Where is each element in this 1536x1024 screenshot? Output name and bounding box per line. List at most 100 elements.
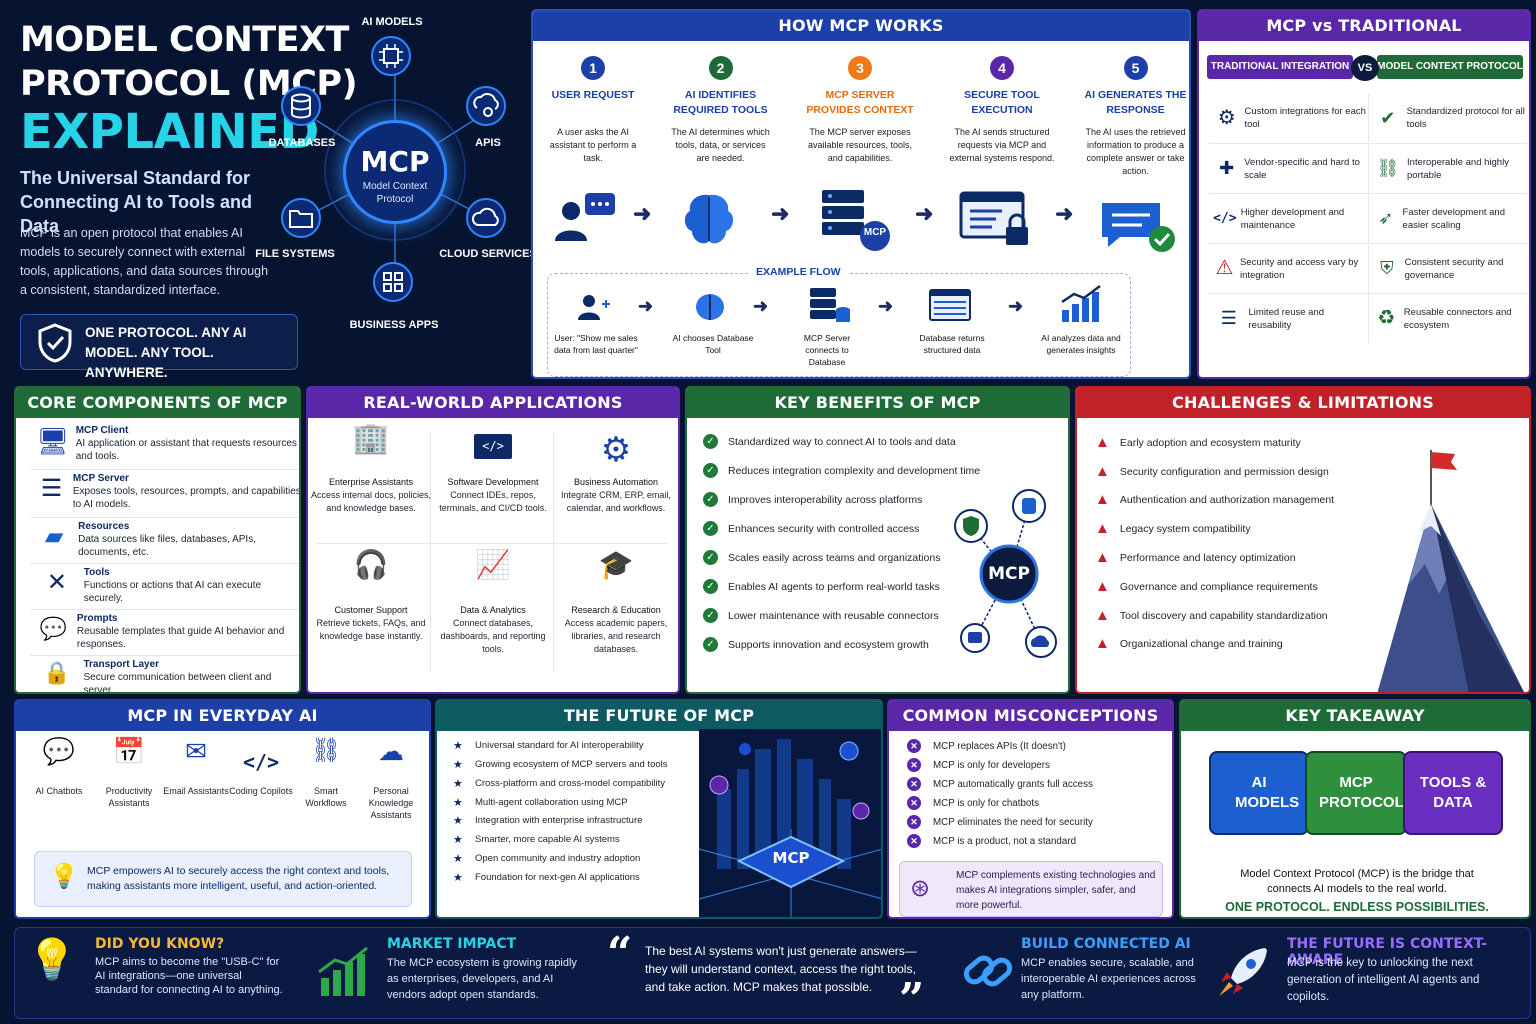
everyday-ai-panel: MCP IN EVERYDAY AI 💬AI Chatbots 📅Product… (14, 699, 431, 919)
step-5: 5 AI GENERATES THE RESPONSE The AI uses … (1083, 56, 1188, 178)
app-item-desc: Access academic papers, libraries, and r… (564, 618, 668, 654)
step-3-number: 3 (848, 56, 872, 80)
chat-icon: 💬 (39, 616, 68, 641)
monitor-icon: 🖥 (36, 426, 70, 456)
flow-step-3: MCP Server connects to Database (803, 333, 851, 367)
benefit-text: Standardized way to connect AI to tools … (728, 435, 956, 448)
future-text: Growing ecosystem of MCP servers and too… (475, 759, 668, 770)
vs-left-text: Security and access vary by integration (1239, 256, 1359, 281)
future-item: ★Growing ecosystem of MCP servers and to… (453, 758, 668, 771)
apps-title: REAL-WORLD APPLICATIONS (308, 388, 678, 418)
misc-item: ✕MCP is only for chatbots (907, 796, 1039, 810)
mountain-flag-icon (1377, 450, 1525, 692)
vs-row: ⚙Custom integrations for each tool ✔Stan… (1209, 93, 1527, 143)
flow-step-5: AI analyzes data and generates insights (1041, 333, 1121, 355)
gear-icon: ⚙ (1217, 106, 1236, 129)
lightbulb-icon: 💡 (49, 863, 79, 890)
step-2: 2 AI IDENTIFIES REQUIRED TOOLS The AI de… (668, 56, 773, 165)
user-add-icon (578, 295, 610, 320)
step-1: 1 USER REQUEST A user asks the AI assist… (543, 56, 643, 165)
core-item-name: MCP Client (75, 425, 129, 436)
benefit-text: Scales easily across teams and organizat… (728, 551, 941, 564)
folder-icon (289, 210, 313, 228)
step-5-desc: The AI uses the retrieved information to… (1085, 127, 1186, 176)
warning-icon: ▲ (1095, 607, 1110, 624)
brain-icon (696, 294, 724, 320)
app-item-name: Enterprise Assistants (328, 477, 414, 487)
app-item-name: Software Development (447, 477, 539, 487)
takeaway-text: Model Context Protocol (MCP) is the brid… (1240, 868, 1474, 895)
server-mcp-icon (822, 190, 890, 251)
vs-row: ☰Limited reuse and reusability ♻Reusable… (1209, 293, 1527, 343)
misc-title: COMMON MISCONCEPTIONS (889, 701, 1172, 731)
star-icon: ★ (453, 797, 463, 809)
bar-chart-icon (1061, 285, 1101, 322)
puzzle-piece-ai-models: AI MODELS (1209, 751, 1309, 835)
vs-row: ✚Vendor-specific and hard to scale ⛓Inte… (1209, 143, 1527, 193)
folder-icon: ▰ (44, 523, 64, 550)
databases-node (281, 86, 321, 126)
node-label-file-systems: FILE SYSTEMS (255, 248, 335, 260)
future-text: Open community and industry adoption (475, 853, 641, 864)
future-item: ★Open community and industry adoption (453, 852, 640, 865)
hero-badge-text: ONE PROTOCOL. ANY AI MODEL. ANY TOOL. AN… (85, 325, 247, 380)
everyday-item-label: Coding Copilots (229, 786, 293, 796)
vs-right-text: Consistent security and governance (1404, 256, 1504, 281)
growth-chart-icon (318, 946, 368, 996)
step-3: 3 MCP SERVER PROVIDES CONTEXT The MCP se… (805, 56, 915, 165)
vs-left-text: Vendor-specific and hard to scale (1244, 156, 1360, 181)
core-item-name: MCP Server (72, 473, 129, 484)
calendar-icon: 📅 (112, 736, 146, 766)
lock-icon: 🔒 (43, 660, 71, 685)
step-5-title: AI GENERATES THE RESPONSE (1084, 89, 1187, 116)
benefit-text: Supports innovation and ecosystem growth (728, 638, 929, 651)
everyday-item-label: Smart Workflows (305, 786, 347, 808)
star-icon: ★ (453, 872, 463, 884)
app-item-desc: Connect IDEs, repos, terminals, and CI/C… (439, 490, 547, 513)
server-icon: ☰ (1220, 308, 1237, 328)
chatbot-icon: 💬 (42, 736, 76, 766)
misc-text: MCP replaces APIs (It doesn't) (933, 740, 1066, 752)
arrow-icon: ➜ (915, 201, 934, 226)
vs-right-text: Reusable connectors and ecosystem (1403, 306, 1512, 331)
cloud-brain-icon: ☁ (378, 736, 404, 766)
benefit-item: ✓Scales easily across teams and organiza… (703, 550, 940, 565)
vs-left-text: Limited reuse and reusability (1248, 306, 1325, 331)
x-circle-icon: ✕ (907, 834, 921, 848)
challenge-item: ▲Authentication and authorization manage… (1095, 491, 1334, 508)
cloud-gear-icon (473, 93, 499, 117)
challenge-item: ▲Tool discovery and capability standardi… (1095, 607, 1328, 624)
step-3-title: MCP SERVER PROVIDES CONTEXT (806, 89, 914, 116)
star-icon: ★ (453, 815, 463, 827)
build-text: MCP enables secure, scalable, and intero… (1021, 957, 1196, 1001)
node-label-databases: DATABASES (268, 137, 336, 149)
cloud-services-node (466, 198, 506, 238)
misc-note: ⊛ MCP complements existing technologies … (899, 861, 1163, 917)
vs-row: ⚠Security and access vary by integration… (1209, 243, 1527, 293)
step-2-desc: The AI determines which tools, data, or … (671, 127, 770, 163)
core-item-name: Transport Layer (83, 659, 160, 670)
future-text: Smarter, more capable AI systems (475, 834, 620, 845)
everyday-title: MCP IN EVERYDAY AI (16, 701, 429, 731)
takeaway-tagline: ONE PROTOCOL. ENDLESS POSSIBILITIES. (1225, 900, 1489, 914)
build-title: BUILD CONNECTED AI (1021, 936, 1191, 952)
key-benefits-panel: KEY BENEFITS OF MCP ✓Standardized way to… (685, 386, 1070, 694)
code-icon: </> (1213, 211, 1237, 226)
core-item-name: Tools (83, 567, 110, 578)
mcp-hub-subtitle: Model Context Protocol (362, 181, 428, 205)
apis-node (466, 86, 506, 126)
app-item-desc: Retrieve tickets, FAQs, and knowledge ba… (316, 618, 426, 641)
vs-right-text: Standardized protocol for all tools (1406, 106, 1525, 130)
puzzle-label-mcp: MCP PROTOCOL (1319, 774, 1404, 811)
step-4-title: SECURE TOOL EXECUTION (964, 89, 1040, 116)
app-item-name: Customer Support (334, 605, 408, 615)
puzzle-piece-mcp: MCP PROTOCOL (1305, 751, 1407, 835)
workflow-icon: ⛓ (310, 737, 342, 764)
challenge-item: ▲Performance and latency optimization (1095, 549, 1296, 566)
step-1-number: 1 (581, 56, 605, 80)
misc-text: MCP eliminates the need for security (933, 816, 1093, 828)
how-title: HOW MCP WORKS (533, 11, 1189, 41)
